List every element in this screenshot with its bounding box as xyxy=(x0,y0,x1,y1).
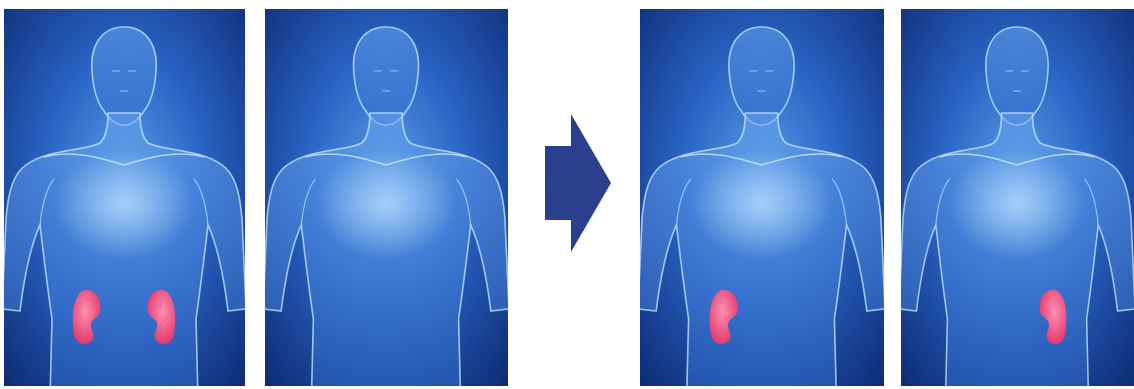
right-arrow-icon xyxy=(545,114,611,252)
body-panel-no-kidneys xyxy=(265,9,508,386)
body-panel-right-kidney xyxy=(901,9,1134,386)
body-panel-both-kidneys xyxy=(4,9,245,386)
body-panel-left-kidney xyxy=(640,9,884,386)
